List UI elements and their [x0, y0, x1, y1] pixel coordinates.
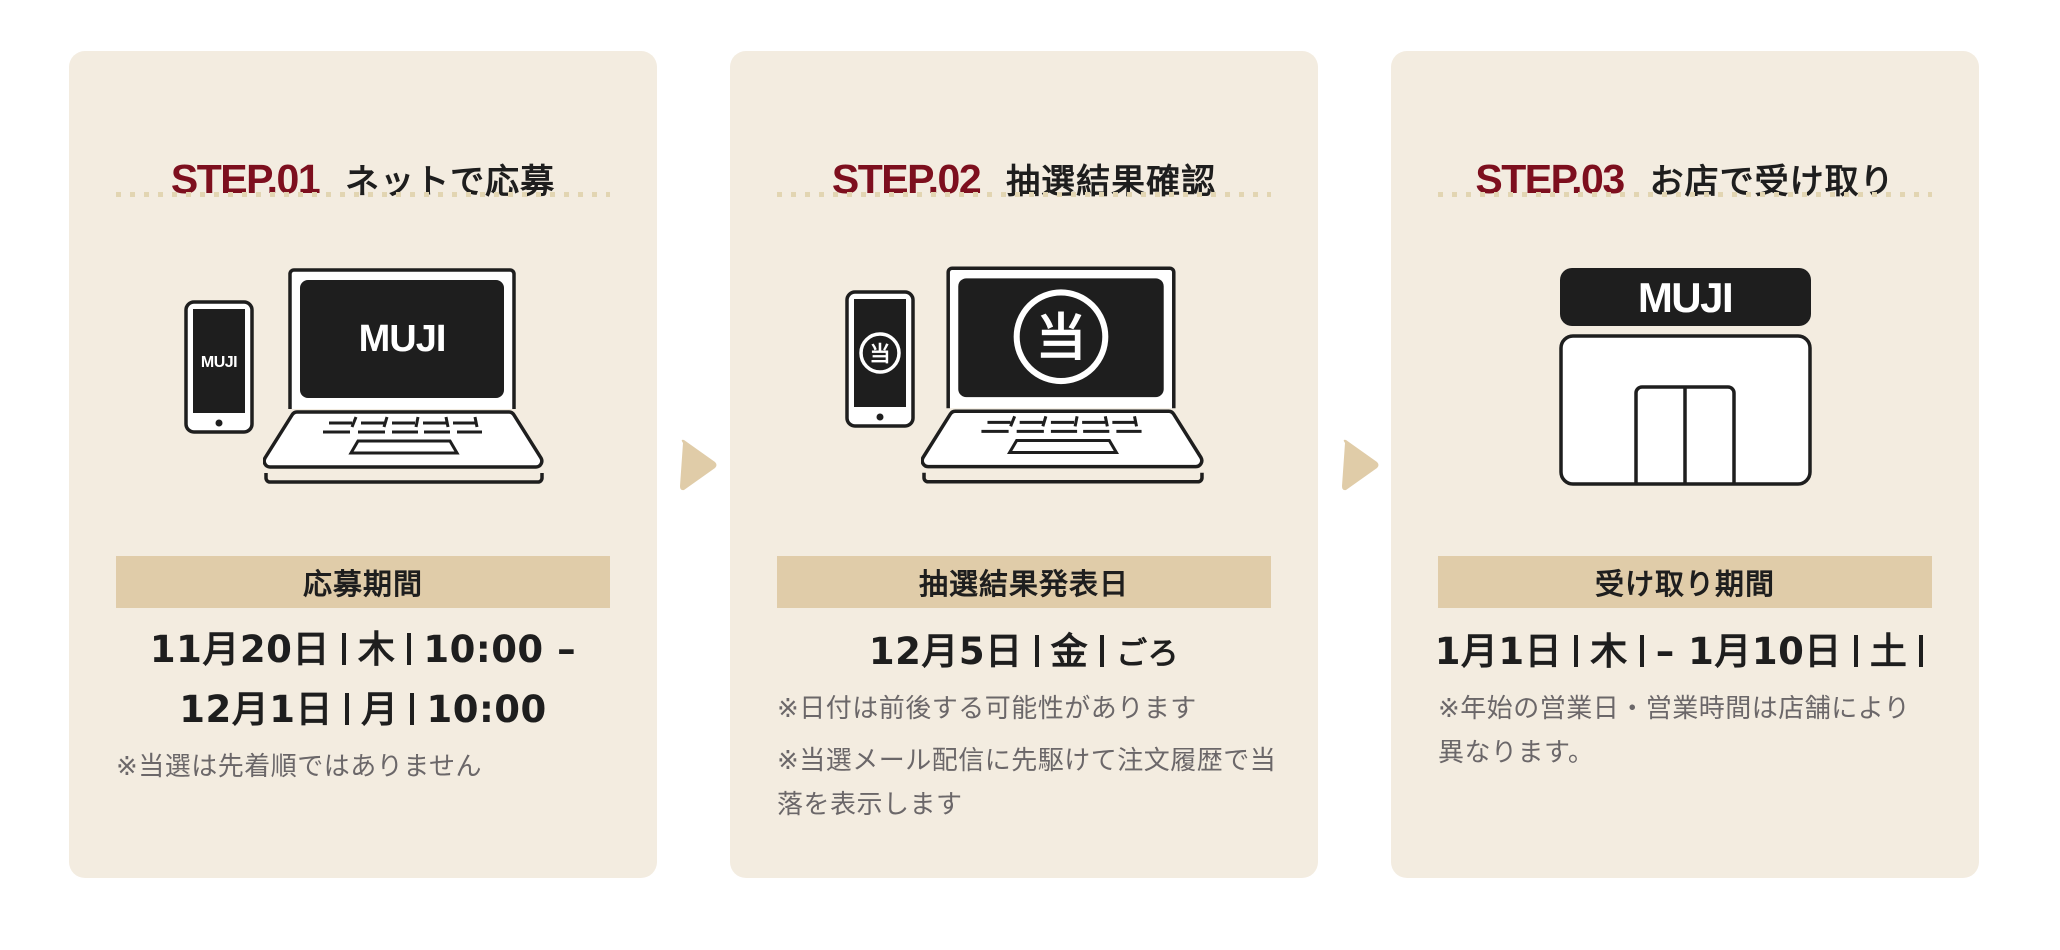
- weekday-text: 金: [1050, 630, 1089, 673]
- separator-bar: [1853, 635, 1858, 667]
- date-text: 11月20日: [149, 628, 330, 671]
- dotted-divider: [116, 192, 610, 197]
- smartphone-icon: 当: [845, 290, 915, 428]
- date-text: 12月1日: [179, 688, 333, 731]
- range-dash: –: [1655, 630, 1675, 673]
- date-line-1: 12月5日金ごろ: [730, 633, 1318, 670]
- weekday-text: 月: [360, 688, 399, 731]
- svg-text:当: 当: [1036, 308, 1086, 367]
- separator-bar: [1034, 635, 1039, 667]
- separator-bar: [1639, 635, 1644, 667]
- note-text: ※日付は前後する可能性があります: [777, 694, 1197, 724]
- svg-text:当: 当: [870, 342, 891, 366]
- dotted-divider: [777, 192, 1271, 197]
- weekday-text: 木: [1590, 630, 1628, 673]
- weekday-text: 土: [1869, 630, 1908, 673]
- separator-bar: [1919, 635, 1924, 667]
- svg-text:MUJI: MUJI: [1638, 274, 1732, 321]
- start-date-text: 1月1日: [1434, 630, 1563, 673]
- dotted-divider: [1438, 192, 1932, 197]
- date-line-1: 1月1日木– 1月10日土: [1383, 633, 1987, 670]
- announcement-date-label: 抽選結果発表日: [777, 556, 1271, 608]
- laptop-icon: MUJI: [263, 268, 544, 484]
- svg-text:MUJI: MUJI: [201, 354, 237, 371]
- approx-suffix-text: ごろ: [1116, 636, 1180, 672]
- period-label: 応募期間: [116, 556, 610, 608]
- pickup-period-label: 受け取り期間: [1438, 556, 1932, 608]
- laptop-icon: 当: [921, 266, 1204, 484]
- note-text: ※当選メール配信に先駆けて注文履歴で当落を表示します: [777, 746, 1277, 820]
- time-text: 10:00 –: [423, 628, 577, 671]
- date-line-1: 11月20日木 10:00 –: [69, 631, 657, 668]
- date-text: 12月5日: [868, 630, 1023, 673]
- next-step-arrow-icon: [1342, 439, 1379, 491]
- separator-bar: [1100, 635, 1105, 667]
- separator-bar: [1574, 635, 1579, 667]
- muji-store-icon: MUJI: [1559, 268, 1812, 486]
- end-date-text: 1月10日: [1688, 630, 1842, 673]
- separator-bar: [341, 633, 346, 665]
- next-step-arrow-icon: [680, 439, 717, 491]
- time-text: 10:00: [426, 688, 547, 731]
- weekday-text: 木: [357, 628, 396, 671]
- separator-bar: [344, 693, 349, 725]
- separator-bar: [410, 693, 415, 725]
- svg-text:MUJI: MUJI: [359, 318, 446, 360]
- note-text: ※年始の営業日・営業時間は店舗により異なります。: [1438, 694, 1911, 768]
- smartphone-icon: MUJI: [184, 300, 254, 434]
- separator-bar: [407, 633, 412, 665]
- date-line-2: 12月1日月 10:00: [69, 691, 657, 728]
- note-text: ※当選は先着順ではありません: [116, 752, 483, 782]
